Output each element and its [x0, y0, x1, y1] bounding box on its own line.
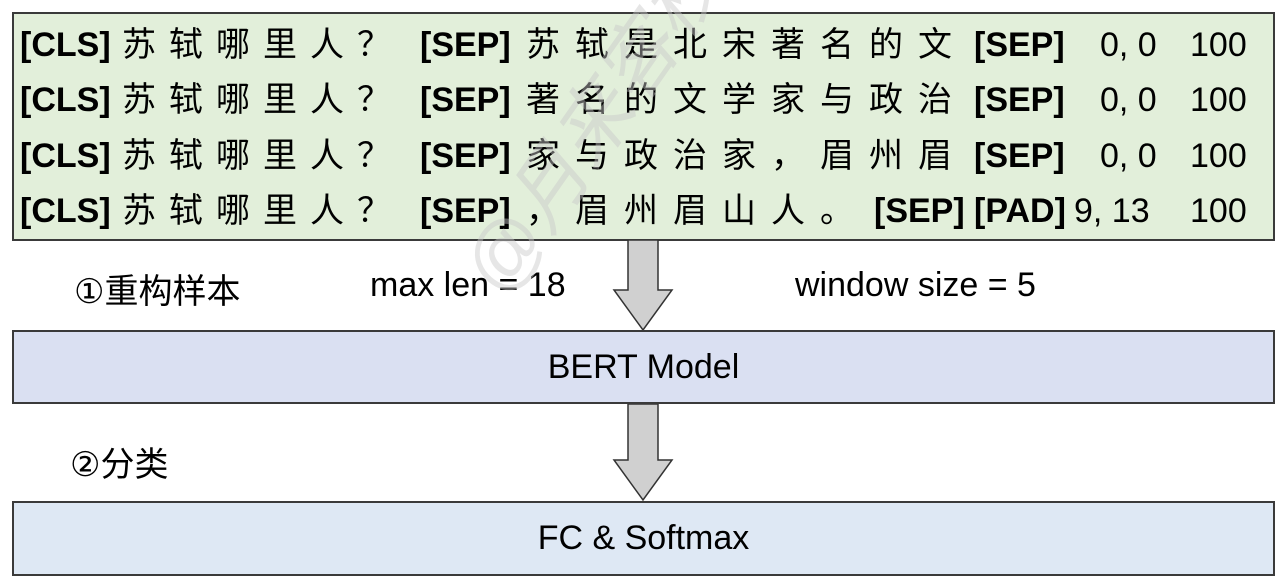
- sep-token: [SEP]: [420, 137, 511, 175]
- sep-token: [SEP]: [874, 192, 965, 230]
- sample-row: [CLS] 苏轼哪里人？ [SEP] 苏轼是北宋著名的文 [SEP] 0, 0 …: [14, 17, 1273, 73]
- bert-model-label: BERT Model: [547, 348, 740, 386]
- sep-token: [SEP]: [420, 192, 511, 230]
- cls-token: [CLS]: [20, 26, 111, 64]
- sep-token: [SEP]: [974, 137, 1065, 175]
- positions-value: 0, 0: [1100, 137, 1157, 175]
- cls-token: [CLS]: [20, 81, 111, 119]
- cls-token: [CLS]: [20, 192, 111, 230]
- sample-row: [CLS] 苏轼哪里人？ [SEP] 著名的文学家与政治 [SEP] 0, 0 …: [14, 72, 1273, 128]
- sep-token: [SEP]: [420, 26, 511, 64]
- sample-row: [CLS] 苏轼哪里人？ [SEP] 家与政治家，眉州眉 [SEP] 0, 0 …: [14, 128, 1273, 184]
- positions-value: 9, 13: [1074, 192, 1150, 230]
- window-size-label: window size = 5: [795, 266, 1036, 304]
- question-text: 苏轼哪里人？: [122, 137, 404, 175]
- passage-text: 著名的文学家与政治: [526, 81, 967, 119]
- positions-value: 0, 0: [1100, 81, 1157, 119]
- pad-token: [PAD]: [974, 192, 1066, 230]
- sep-token: [SEP]: [974, 26, 1065, 64]
- passage-text: 苏轼是北宋著名的文: [526, 26, 967, 64]
- positions-value: 0, 0: [1100, 26, 1157, 64]
- step1-label: ①重构样本: [74, 273, 241, 311]
- cls-token: [CLS]: [20, 137, 111, 175]
- sample-row: [CLS] 苏轼哪里人？ [SEP] ，眉州眉山人。 [SEP] [PAD] 9…: [14, 183, 1273, 239]
- sep-token: [SEP]: [420, 81, 511, 119]
- question-text: 苏轼哪里人？: [122, 192, 404, 230]
- bert-model-box: BERT Model: [12, 330, 1275, 404]
- samples-box: [CLS] 苏轼哪里人？ [SEP] 苏轼是北宋著名的文 [SEP] 0, 0 …: [12, 12, 1275, 241]
- fc-softmax-label: FC & Softmax: [537, 519, 750, 557]
- label-value: 100: [1190, 137, 1247, 175]
- step2-label: ②分类: [70, 446, 169, 484]
- fc-softmax-box: FC & Softmax: [12, 501, 1275, 576]
- label-value: 100: [1190, 192, 1247, 230]
- sep-token: [SEP]: [974, 81, 1065, 119]
- label-value: 100: [1190, 26, 1247, 64]
- down-arrow-icon: [612, 240, 674, 332]
- passage-text: ，眉州眉山人。: [526, 192, 869, 230]
- passage-text: 家与政治家，眉州眉: [526, 137, 967, 175]
- label-value: 100: [1190, 81, 1247, 119]
- question-text: 苏轼哪里人？: [122, 81, 404, 119]
- question-text: 苏轼哪里人？: [122, 26, 404, 64]
- max-len-label: max len = 18: [370, 266, 566, 304]
- down-arrow-icon: [612, 404, 674, 502]
